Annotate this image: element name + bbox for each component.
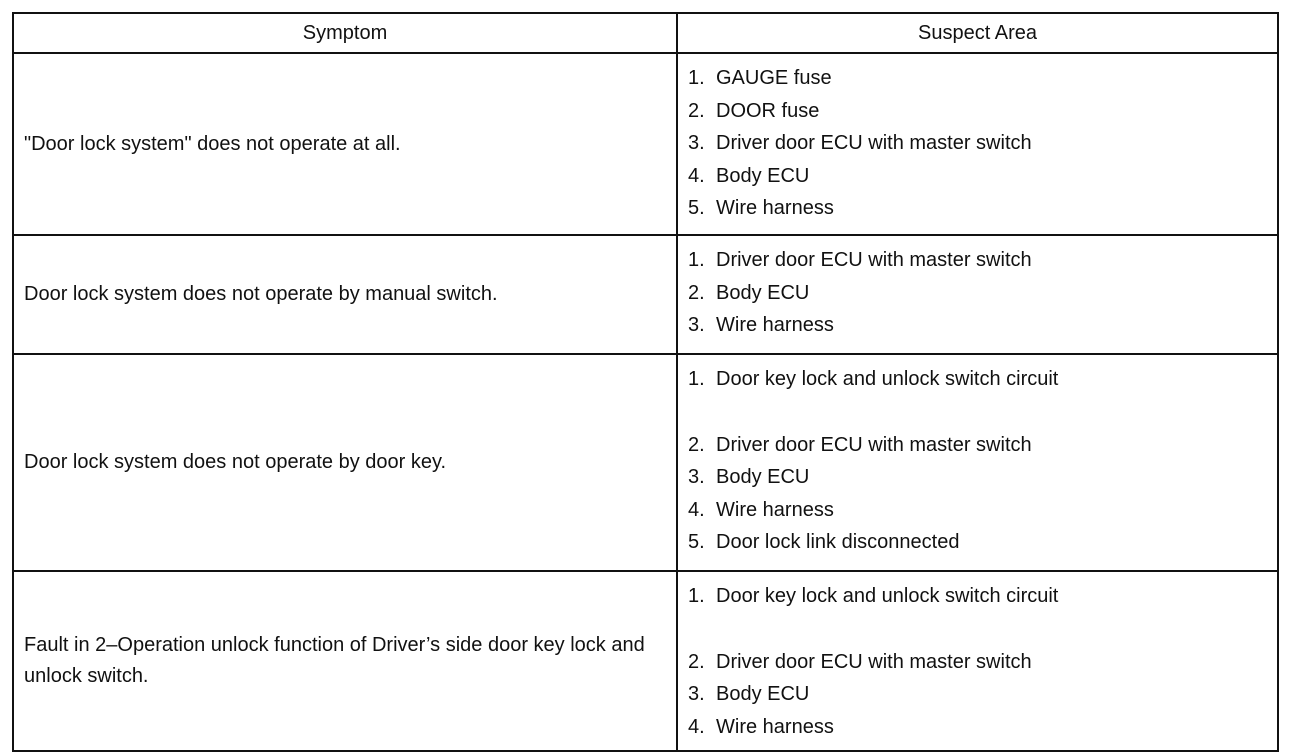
item-number: 2. (688, 433, 705, 456)
item-number: 4. (688, 715, 705, 738)
suspect-area-list: 1. Driver door ECU with master switch 2. B… (688, 244, 1271, 342)
item-number: 5. (688, 197, 705, 219)
item-text: Body ECU (716, 683, 810, 705)
item-number: 2. (688, 99, 705, 122)
list-item: 3. Driver door ECU with master switch (688, 127, 1271, 160)
list-item: 2. DOOR fuse (688, 95, 1271, 128)
item-text: GAUGE fuse (716, 67, 832, 89)
suspect-area-list: 1. GAUGE fuse 2. DOOR fuse 3. Driver door E… (688, 62, 1271, 225)
list-item: 3. Wire harness (688, 309, 1271, 342)
item-text: Door key lock and unlock switch circuit (716, 585, 1059, 607)
item-number: 1. (688, 67, 705, 89)
item-number: 1. (688, 368, 705, 390)
suspect-area-column-header: Suspect Area (676, 12, 1279, 54)
item-number: 3. (688, 314, 705, 336)
item-number: 2. (688, 281, 705, 304)
list-item: 1. Door key lock and unlock switch circui… (688, 363, 1271, 396)
symptom-cell: Door lock system does not operate by doo… (12, 353, 678, 572)
table-row: Door lock system does not operate by man… (12, 234, 1279, 355)
list-item: 4. Wire harness (688, 494, 1271, 527)
suspect-area-cell: 1. Driver door ECU with master switch 2. B… (676, 234, 1279, 355)
suspect-area-cell: 1. GAUGE fuse 2. DOOR fuse 3. Driver door E… (676, 52, 1279, 236)
list-item: 2. Body ECU (688, 277, 1271, 310)
table-row: "Door lock system" does not operate at a… (12, 52, 1279, 236)
item-text: Body ECU (716, 281, 810, 304)
item-text: Driver door ECU with master switch (716, 433, 1032, 456)
table-row: Door lock system does not operate by doo… (12, 353, 1279, 572)
item-number: 2. (688, 650, 705, 673)
item-text: DOOR fuse (716, 99, 820, 122)
item-text: Driver door ECU with master switch (716, 650, 1032, 673)
table-header-row: Symptom Suspect Area (12, 12, 1279, 54)
item-number: 3. (688, 132, 705, 154)
item-number: 5. (688, 531, 705, 553)
item-number: 1. (688, 249, 705, 271)
list-item: 3. Body ECU (688, 461, 1271, 494)
item-text: Driver door ECU with master switch (716, 132, 1032, 154)
list-item: 3. Body ECU (688, 678, 1271, 711)
item-number: 4. (688, 498, 705, 521)
item-number: 3. (688, 466, 705, 488)
item-text: Body ECU (716, 164, 810, 187)
list-item: 1. Driver door ECU with master switch (688, 244, 1271, 277)
suspect-area-cell: 1. Door key lock and unlock switch circui… (676, 570, 1279, 752)
list-item: 4. Wire harness (688, 711, 1271, 744)
item-text: Wire harness (716, 314, 834, 336)
item-text: Door lock link disconnected (716, 531, 960, 553)
list-item: 1. Door key lock and unlock switch circui… (688, 580, 1271, 613)
list-item: 5. Wire harness (688, 192, 1271, 225)
suspect-area-cell: 1. Door key lock and unlock switch circui… (676, 353, 1279, 572)
item-text: Wire harness (716, 197, 834, 219)
problem-symptoms-table: Symptom Suspect Area "Door lock system" … (12, 12, 1279, 752)
item-text: Wire harness (716, 715, 834, 738)
suspect-area-list: 1. Door key lock and unlock switch circui… (688, 363, 1271, 559)
item-text: Body ECU (716, 466, 810, 488)
item-text: Wire harness (716, 498, 834, 521)
symptom-cell: Fault in 2–Operation unlock function of … (12, 570, 678, 752)
list-item: 4. Body ECU (688, 160, 1271, 193)
item-number: 1. (688, 585, 705, 607)
list-item: 5. Door lock link disconnected (688, 526, 1271, 559)
symptom-cell: Door lock system does not operate by man… (12, 234, 678, 355)
list-item: 1. GAUGE fuse (688, 62, 1271, 95)
item-text: Driver door ECU with master switch (716, 249, 1032, 271)
list-item: 2. Driver door ECU with master switch (688, 646, 1271, 679)
item-text: Door key lock and unlock switch circuit (716, 368, 1059, 390)
item-number: 4. (688, 164, 705, 187)
suspect-area-list: 1. Door key lock and unlock switch circui… (688, 580, 1271, 743)
symptom-cell: "Door lock system" does not operate at a… (12, 52, 678, 236)
list-item: 2. Driver door ECU with master switch (688, 429, 1271, 462)
item-number: 3. (688, 683, 705, 705)
table-row: Fault in 2–Operation unlock function of … (12, 570, 1279, 752)
symptom-column-header: Symptom (12, 12, 678, 54)
